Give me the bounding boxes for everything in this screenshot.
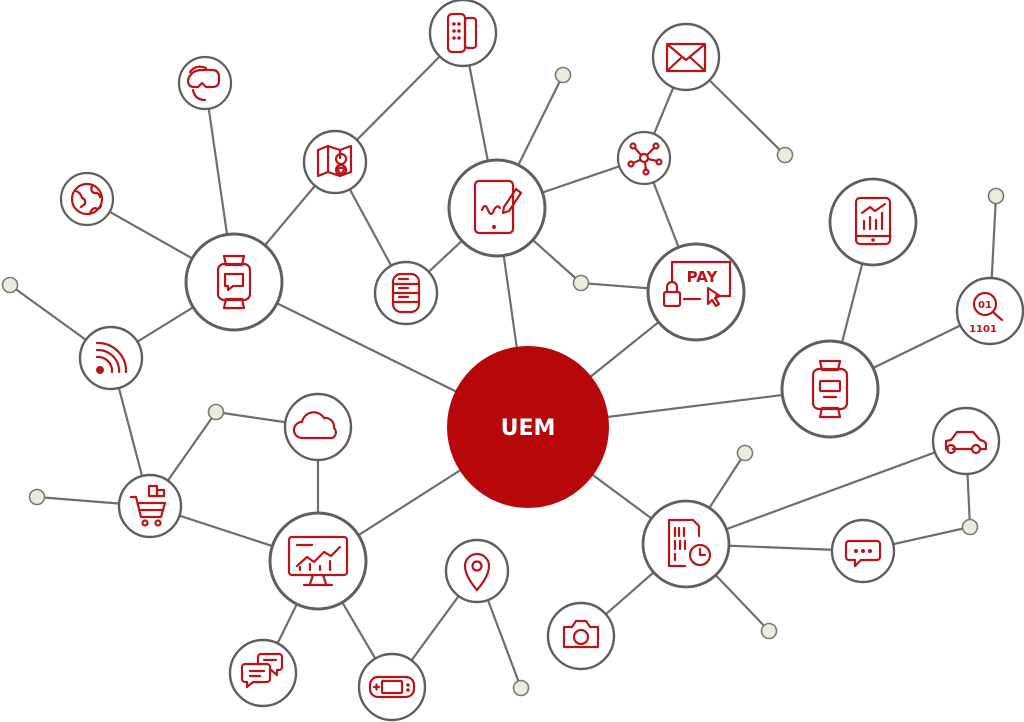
node-chat-bubble (830, 518, 896, 584)
node-remote (428, 0, 498, 68)
node-shopping-cart (117, 473, 183, 539)
node-vr-headset (177, 55, 233, 111)
endpoint-dot (760, 622, 778, 640)
rss-icon (95, 341, 128, 374)
edge-clock-car (685, 439, 967, 546)
node-chat-messages (228, 638, 298, 708)
smartwatch-icon (811, 359, 849, 419)
uem-circle (447, 346, 609, 508)
cloud-icon (292, 411, 337, 440)
node-data-clock (641, 499, 731, 589)
node-pay: PAY (646, 242, 746, 342)
network-icon (627, 142, 663, 176)
remote-icon (446, 12, 478, 54)
endpoint-dot (207, 403, 225, 421)
node-location-pin (444, 538, 510, 604)
node-network (616, 130, 672, 186)
binary-search-icon: 01 1101 (969, 291, 1004, 335)
node-monitor-chart (268, 511, 368, 611)
vr-headset-icon (186, 65, 221, 102)
uem-label: UEM (501, 416, 556, 441)
node-globe (59, 171, 115, 227)
endpoint-dot (554, 66, 572, 84)
gamepad-icon (368, 675, 416, 699)
monitor-chart-icon (287, 535, 349, 587)
endpoint-dot (736, 444, 754, 462)
node-gamepad (357, 652, 427, 722)
node-rss (78, 325, 144, 391)
endpoint-dot (776, 146, 794, 164)
tablet-signature-icon (473, 179, 523, 235)
car-icon (944, 430, 988, 455)
endpoint-dot (512, 679, 530, 697)
node-smartwatch-chat (184, 232, 284, 332)
shopping-cart-icon (129, 484, 167, 527)
envelope-icon (665, 42, 707, 73)
binary-bottom: 1101 (969, 324, 997, 335)
database-icon (391, 272, 421, 314)
pay-terminal-icon: PAY (662, 260, 732, 308)
node-camera (546, 601, 616, 671)
endpoint-dot (572, 274, 590, 292)
uem-node: UEM (447, 346, 609, 508)
endpoint-dots (1, 66, 1005, 697)
node-smartwatch (780, 339, 880, 439)
data-clock-icon (667, 518, 712, 568)
endpoint-dot (28, 488, 46, 506)
node-tablet-chart (828, 177, 918, 267)
node-car (931, 406, 1001, 476)
tablet-chart-icon (854, 196, 892, 246)
endpoint-dot (987, 187, 1005, 205)
map-icon (316, 144, 353, 178)
node-database (373, 260, 439, 326)
globe-icon (70, 182, 104, 216)
chat-bubble-icon (844, 539, 882, 568)
node-map (302, 129, 368, 195)
camera-icon (562, 619, 600, 649)
node-tablet-signature (447, 158, 547, 258)
chat-messages-icon (240, 652, 284, 689)
location-pin-icon (463, 552, 491, 592)
endpoint-dot (1, 276, 19, 294)
node-binary-search: 01 1101 (955, 276, 1024, 346)
binary-top: 01 (978, 300, 992, 311)
pay-label: PAY (687, 268, 719, 286)
smartwatch-chat-icon (216, 254, 252, 310)
node-cloud (283, 392, 353, 462)
node-envelope (651, 22, 721, 92)
endpoint-dot (961, 518, 979, 536)
